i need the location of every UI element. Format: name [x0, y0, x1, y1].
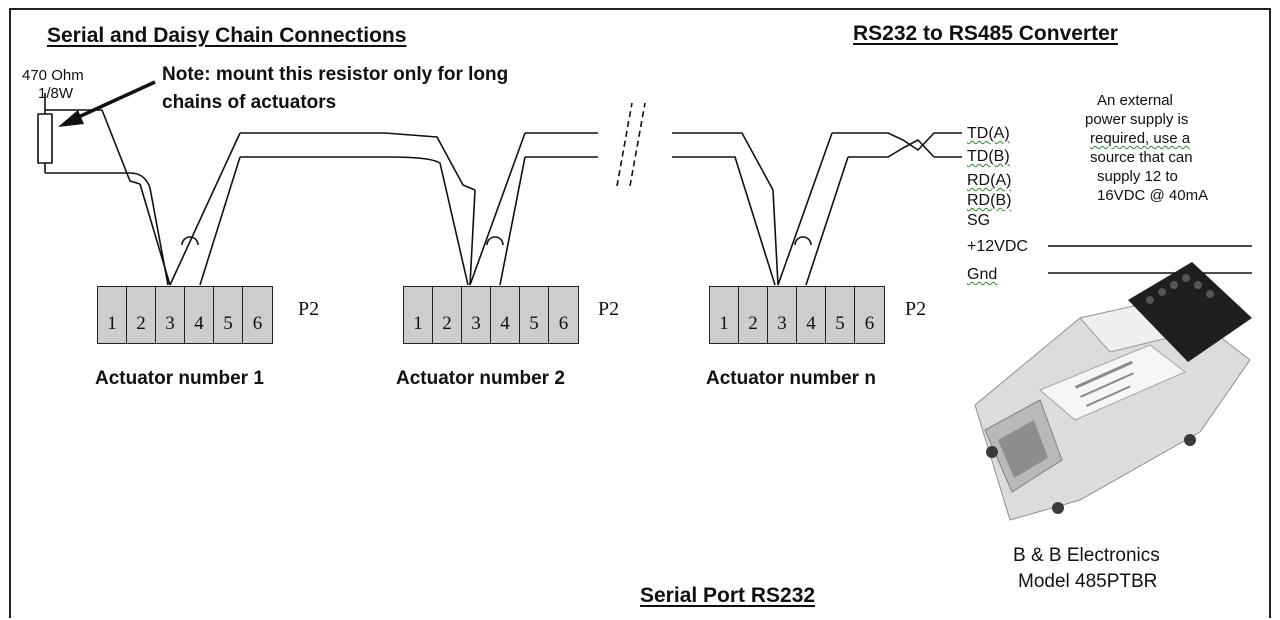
- wire-a-segment-5: [832, 132, 962, 151]
- terminal-3: 3: [768, 287, 797, 343]
- resistor: [37, 113, 53, 164]
- crossover-1: [181, 236, 199, 246]
- power-note-4: source that can: [1090, 149, 1193, 166]
- terminal-5: 5: [520, 287, 549, 343]
- terminal-6: 6: [549, 287, 578, 343]
- drop-a1: [139, 183, 171, 286]
- rise-b1: [199, 156, 241, 286]
- note-line-1: Note: mount this resistor only for long: [162, 64, 509, 85]
- signal-sg: SG: [967, 212, 991, 229]
- note-line-2: chains of actuators: [162, 92, 337, 113]
- signal-rd-a: RD(A): [967, 172, 1012, 189]
- signal-td-a: TD(A): [967, 125, 1010, 142]
- terminal-6: 6: [243, 287, 272, 343]
- terminal-2: 2: [739, 287, 768, 343]
- diagram-frame: [9, 8, 1271, 618]
- power-note-3: required, use a: [1090, 130, 1191, 147]
- note-arrow: [58, 80, 156, 127]
- actuator-n-label: Actuator number n: [706, 368, 876, 389]
- crossover-n: [794, 236, 812, 246]
- drop-a2: [469, 189, 476, 286]
- rise-b2: [499, 156, 526, 286]
- signal-vdc: +12VDC: [967, 238, 1028, 255]
- actuator-n-connector: P2: [905, 298, 927, 320]
- signal-td-b: TD(B): [967, 148, 1010, 165]
- terminal-4: 4: [491, 287, 520, 343]
- terminal-2: 2: [433, 287, 462, 343]
- wire-b-segment-2: [240, 156, 469, 286]
- power-note-5: supply 12 to: [1097, 168, 1178, 185]
- terminal-1: 1: [710, 287, 739, 343]
- terminal-5: 5: [214, 287, 243, 343]
- terminal-5: 5: [826, 287, 855, 343]
- wire-b-segment-4: [672, 156, 776, 286]
- wire-a-segment-1: [45, 109, 141, 185]
- power-note-2: power supply is: [1085, 111, 1189, 128]
- wire-a-segment-4: [672, 132, 774, 191]
- rise-a1: [169, 132, 241, 286]
- terminal-2: 2: [127, 287, 156, 343]
- power-note-1: An external: [1097, 92, 1173, 109]
- rise-bn: [805, 156, 849, 286]
- crossover-2: [486, 236, 504, 246]
- terminal-4: 4: [185, 287, 214, 343]
- converter-photo: [974, 262, 1252, 521]
- vendor-model: Model 485PTBR: [1018, 571, 1158, 592]
- title-converter: RS232 to RS485 Converter: [853, 22, 1118, 45]
- actuator-1-label: Actuator number 1: [95, 368, 264, 389]
- rise-a2: [469, 132, 526, 286]
- break-mark-1: [616, 102, 633, 187]
- terminal-3: 3: [156, 287, 185, 343]
- wire-b-segment-5: [848, 139, 962, 158]
- signal-gnd: Gnd: [967, 266, 998, 283]
- actuator-1-terminal-block: 1 2 3 4 5 6: [97, 286, 273, 344]
- actuator-1-connector: P2: [298, 298, 320, 320]
- terminal-1: 1: [404, 287, 433, 343]
- resistor-power: 1/8W: [38, 85, 74, 102]
- signal-rd-b: RD(B): [967, 192, 1012, 209]
- drop-an: [772, 189, 779, 286]
- resistor-value: 470 Ohm: [22, 67, 84, 84]
- rise-an: [777, 132, 833, 286]
- actuator-2-connector: P2: [598, 298, 620, 320]
- wire-a-segment-2: [240, 132, 476, 191]
- actuator-2-label: Actuator number 2: [396, 368, 565, 389]
- break-mark-2: [629, 102, 646, 187]
- power-note-6: 16VDC @ 40mA: [1097, 187, 1209, 204]
- wire-b-segment-1: [45, 172, 169, 286]
- actuator-2-terminal-block: 1 2 3 4 5 6: [403, 286, 579, 344]
- terminal-6: 6: [855, 287, 884, 343]
- terminal-3: 3: [462, 287, 491, 343]
- terminal-4: 4: [797, 287, 826, 343]
- actuator-n-terminal-block: 1 2 3 4 5 6: [709, 286, 885, 344]
- terminal-1: 1: [98, 287, 127, 343]
- title-daisy-chain: Serial and Daisy Chain Connections: [47, 24, 407, 47]
- vendor-name: B & B Electronics: [1013, 545, 1160, 566]
- title-serial-port: Serial Port RS232: [640, 584, 816, 607]
